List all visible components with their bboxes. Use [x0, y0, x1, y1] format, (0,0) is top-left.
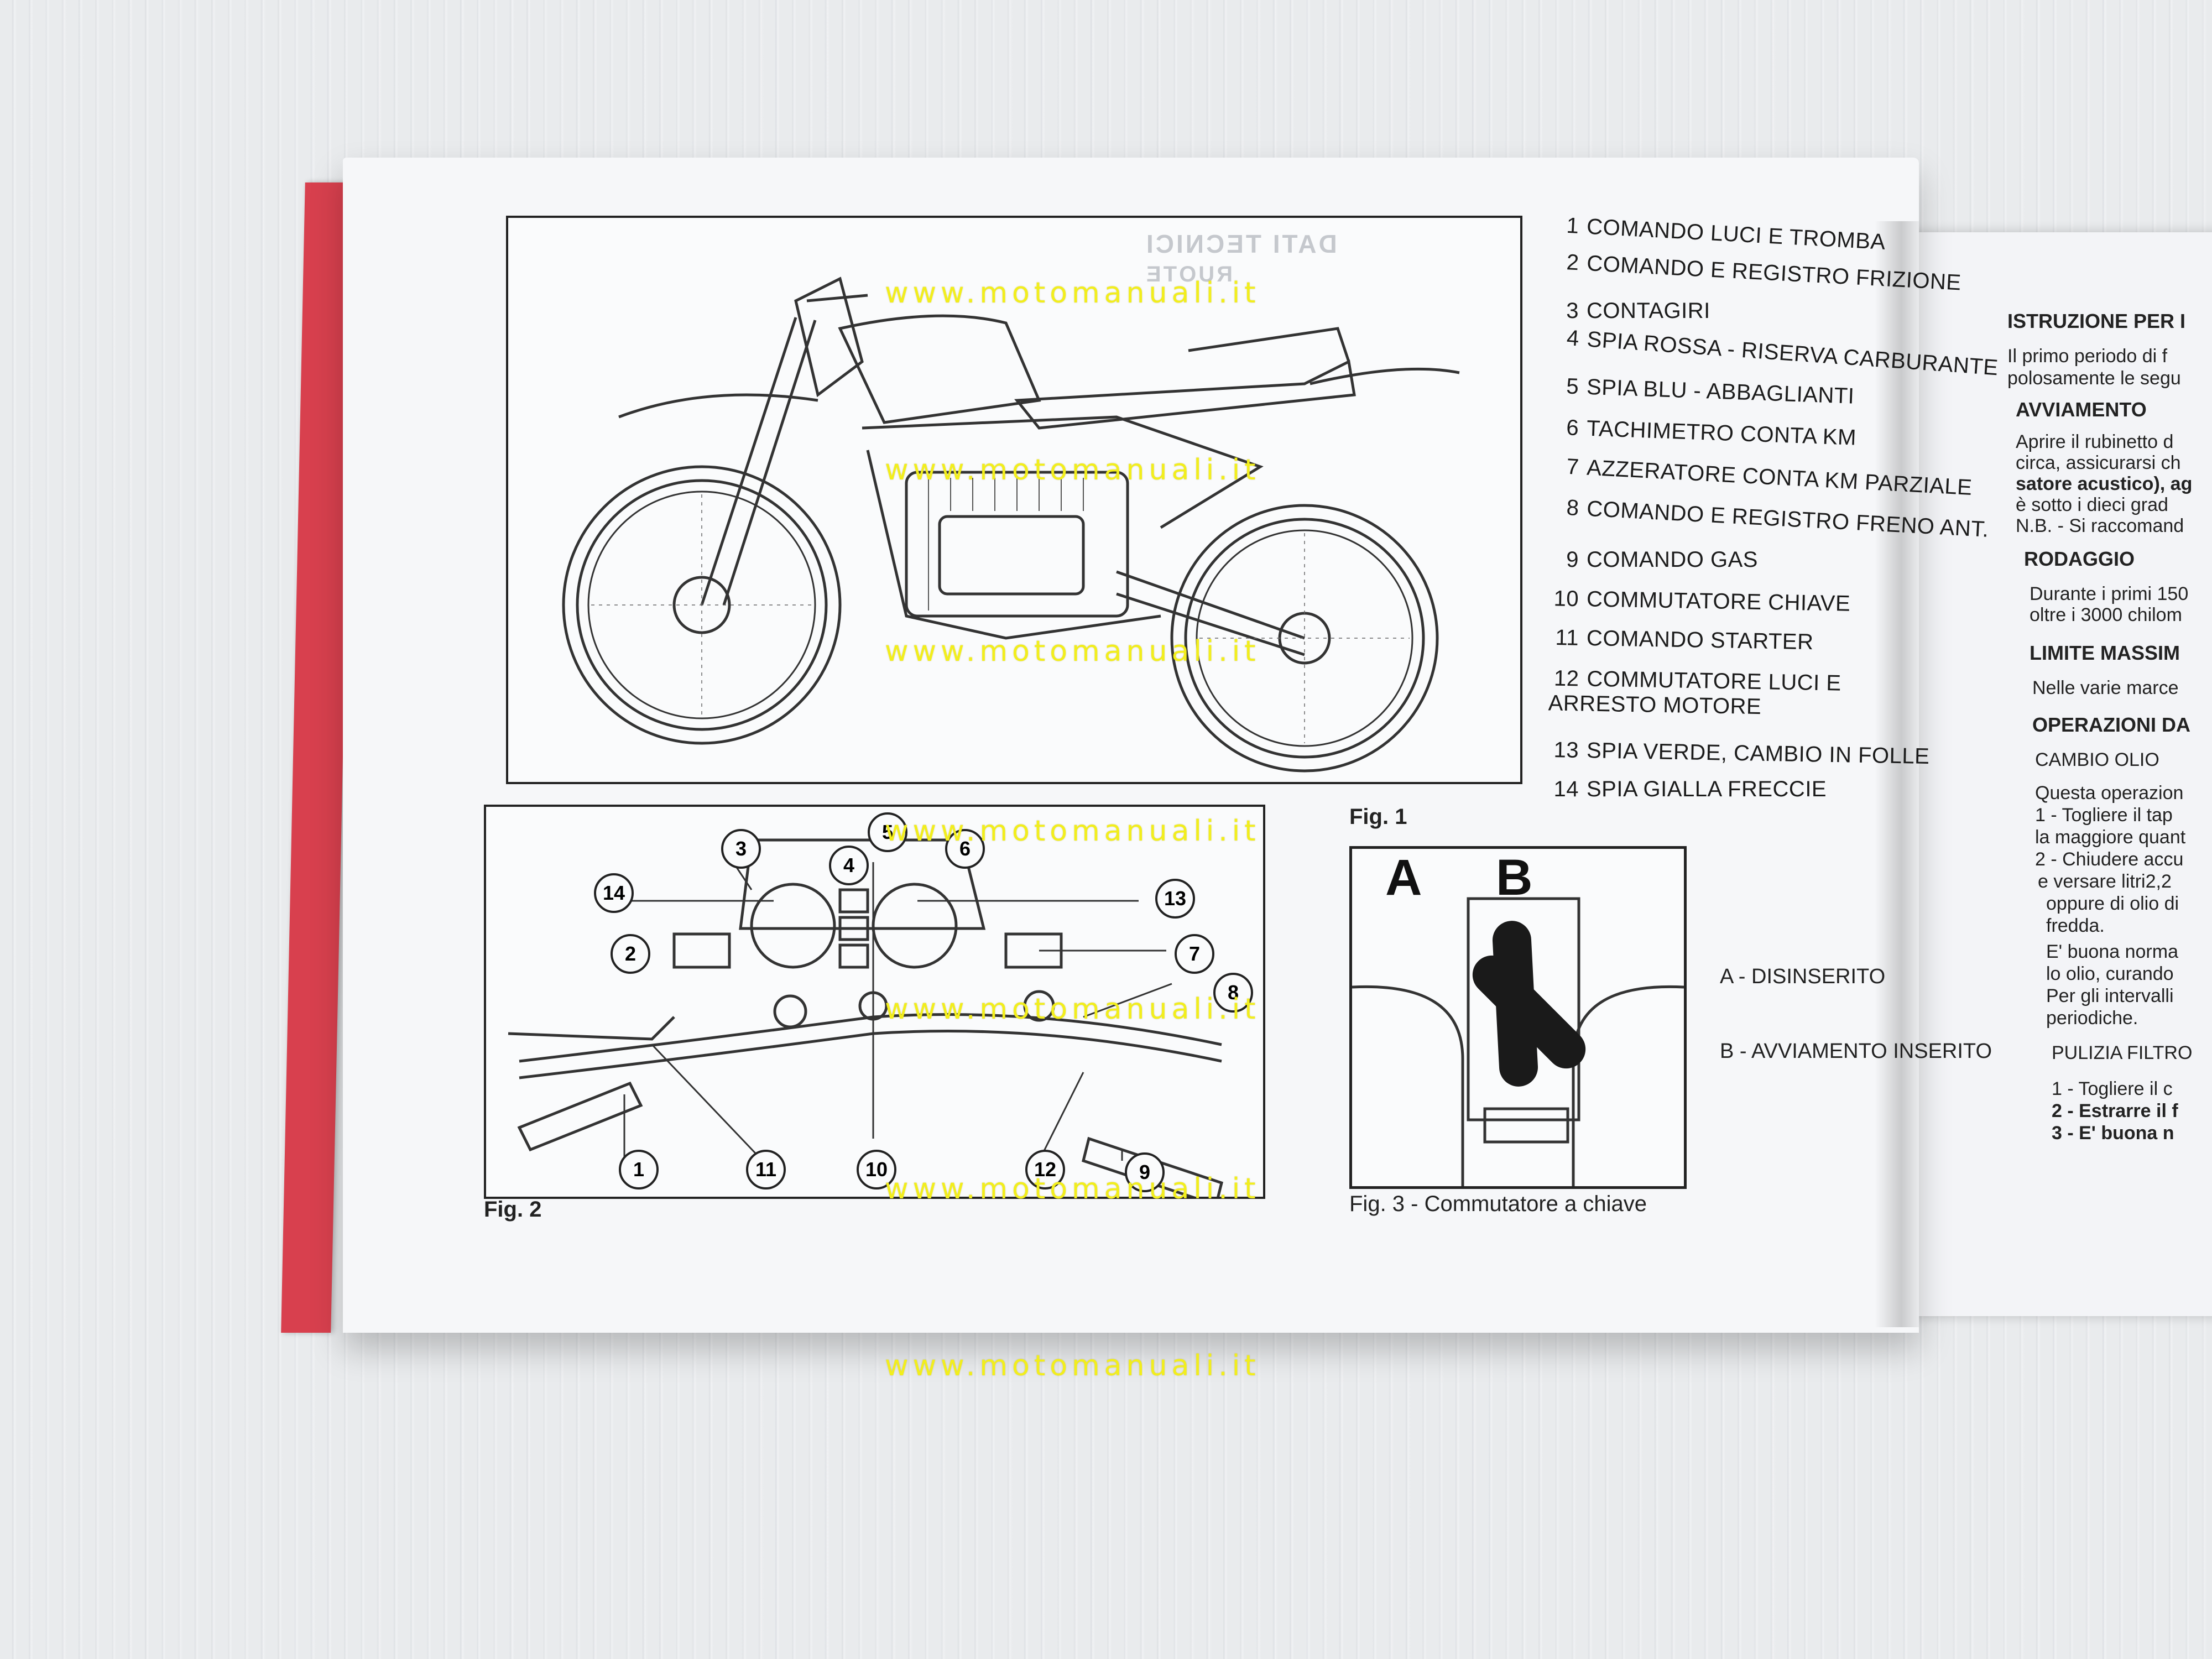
callout-2: 2 [611, 934, 650, 974]
figure-1-caption: Fig. 1 [1349, 805, 1407, 829]
callout-10: 10 [857, 1150, 896, 1190]
rp-heading: RODAGGIO [2024, 547, 2135, 570]
rp-line: Aprire il rubinetto d [2016, 431, 2174, 452]
rp-line: polosamente le segu [2007, 368, 2181, 389]
rp-heading: LIMITE MASSIM [2030, 641, 2180, 664]
motorcycle-drawing [562, 276, 1460, 773]
watermark: www.motomanuali.it [885, 1349, 1260, 1383]
figure-3-caption: Fig. 3 - Commutatore a chiave [1349, 1192, 1647, 1216]
rp-line: CAMBIO OLIO [2035, 749, 2159, 770]
rp-line: circa, assicurarsi ch [2016, 452, 2181, 473]
rp-line: satore acustico), ag [2016, 473, 2193, 494]
callout-13: 13 [1155, 879, 1195, 919]
rp-heading: AVVIAMENTO [2016, 398, 2147, 421]
rp-line: Per gli intervalli [2046, 985, 2174, 1006]
rp-heading: PULIZIA FILTRO [2052, 1042, 2193, 1063]
callout-9: 9 [1125, 1152, 1165, 1192]
watermark: www.motomanuali.it [885, 815, 1260, 848]
callout-3: 3 [721, 829, 761, 869]
page-gutter-shadow [1875, 221, 1919, 1327]
rp-line: periodiche. [2046, 1008, 2138, 1029]
rp-line: Nelle varie marce [2032, 677, 2179, 698]
watermark: www.motomanuali.it [885, 453, 1260, 487]
rp-line: 3 - E' buona n [2052, 1123, 2174, 1144]
callout-8: 8 [1213, 973, 1253, 1013]
rp-line: 2 - Chiudere accu [2035, 849, 2184, 870]
rp-line: Durante i primi 150 [2030, 583, 2189, 604]
watermark: www.motomanuali.it [885, 1172, 1260, 1206]
watermark: www.motomanuali.it [885, 993, 1260, 1026]
rp-line: fredda. [2046, 915, 2105, 936]
callout-12: 12 [1025, 1150, 1065, 1190]
right-page [1902, 232, 2212, 1316]
position-b-label: B [1496, 849, 1533, 906]
rp-line: Questa operazion [2035, 782, 2184, 804]
callout-11: 11 [746, 1150, 786, 1190]
watermark: www.motomanuali.it [885, 635, 1260, 668]
rp-line: la maggiore quant [2035, 827, 2186, 848]
rp-line: 1 - Togliere il c [2052, 1078, 2173, 1099]
handlebar-drawing [508, 838, 1223, 1197]
rp-line: oppure di olio di [2046, 893, 2179, 914]
figure-2-handlebar: 14 2 3 5 4 6 13 7 8 1 11 10 12 9 [484, 805, 1265, 1199]
position-a-label: A [1385, 849, 1422, 906]
rp-line: oltre i 3000 chilom [2030, 604, 2182, 625]
callout-1: 1 [619, 1150, 659, 1190]
figure-2-caption: Fig. 2 [484, 1197, 542, 1222]
rp-heading: ISTRUZIONE PER I [2007, 310, 2186, 332]
callout-5: 5 [868, 812, 907, 852]
watermark: www.motomanuali.it [885, 276, 1260, 310]
key-switch-drawing [1352, 897, 1684, 1186]
rp-line: 1 - Togliere il tap [2035, 805, 2173, 826]
rp-line: Il primo periodo di f [2007, 346, 2168, 367]
callout-4: 4 [829, 846, 869, 885]
rp-heading: OPERAZIONI DA [2032, 713, 2191, 736]
rp-line: lo olio, curando [2046, 963, 2174, 984]
rp-line: 2 - Estrarre il f [2052, 1100, 2178, 1121]
rp-line: è sotto i dieci grad [2016, 494, 2168, 515]
legend-a: A - DISINSERITO [1720, 965, 1886, 988]
callout-14: 14 [594, 873, 634, 913]
callout-7: 7 [1175, 934, 1214, 974]
figure-1-motorcycle: DATI TECNICI RUOTE [506, 216, 1522, 784]
rp-line: E' buona norma [2046, 941, 2178, 962]
rp-line: N.B. - Si raccomand [2016, 515, 2184, 536]
figure-3-key-switch: A B [1349, 846, 1687, 1189]
callout-6: 6 [945, 829, 985, 869]
legend-b: B - AVVIAMENTO INSERITO [1720, 1040, 1992, 1063]
rp-line: e versare litri2,2 [2038, 871, 2172, 892]
